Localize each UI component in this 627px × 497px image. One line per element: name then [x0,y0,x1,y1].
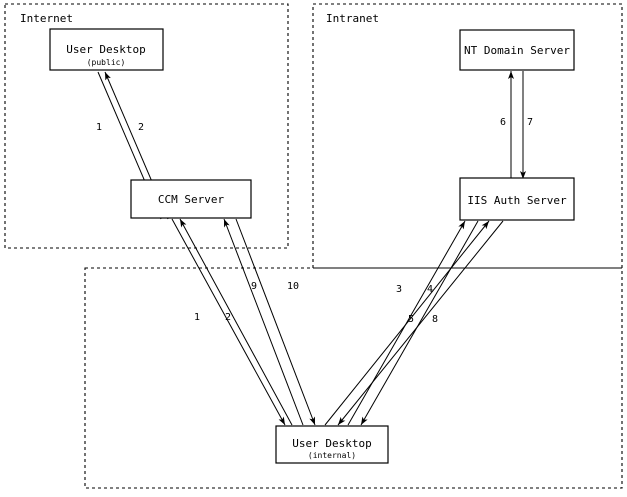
node-iis-auth-server-box[interactable] [459,177,575,221]
edge-2b-line [171,218,286,426]
node-ccm-server[interactable]: CCM Server [130,179,252,219]
edge-5-line [324,220,490,426]
edge-7-label: 7 [527,117,533,128]
edge-8-label: 8 [432,314,438,325]
edge-group-iis-nt: 6 7 [500,71,533,179]
edge-5-label: 5 [408,314,414,325]
node-ccm-server-box[interactable] [130,179,252,219]
node-nt-domain-server-title: NT Domain Server [464,44,570,57]
edge-4-label: 4 [427,284,433,295]
node-user-desktop-internal[interactable]: User Desktop (internal) [275,425,389,464]
node-user-desktop-internal-title: User Desktop [292,437,371,450]
edge-10-label: 10 [287,281,299,292]
edge-4-line [360,220,479,426]
edge-group-internal-ccm-left: 1 2 [171,218,293,426]
edge-9-label: 9 [251,281,257,292]
edge-9-line [223,218,304,426]
node-user-desktop-internal-box[interactable] [275,425,389,464]
node-nt-domain-server-box[interactable] [459,29,575,71]
edge-group-internal-iis-inner: 5 8 [324,220,504,426]
edge-1b-line [179,218,293,426]
node-nt-domain-server[interactable]: NT Domain Server [459,29,575,71]
node-user-desktop-public[interactable]: User Desktop (public) [49,28,164,71]
edge-8-line [337,220,504,426]
node-user-desktop-internal-subtitle: (internal) [308,451,356,460]
zone-internal-border [84,267,623,489]
edge-2-label: 2 [138,122,144,133]
edge-1-label: 1 [96,122,102,133]
zone-internet-border [4,3,289,249]
zone-internet: Internet [4,3,289,249]
node-user-desktop-public-box[interactable] [49,28,164,71]
node-user-desktop-public-subtitle: (public) [87,58,126,67]
zone-intranet: Intranet [312,3,623,269]
zone-intranet-border [312,3,623,269]
node-iis-auth-server-title: IIS Auth Server [467,194,567,207]
zone-intranet-label: Intranet [326,12,379,25]
edge-3-label: 3 [396,284,402,295]
edge-10-line [235,218,316,426]
zone-internal [84,267,623,489]
node-user-desktop-public-title: User Desktop [66,43,145,56]
edge-2b-label: 2 [225,312,231,323]
edge-group-internal-ccm-right: 9 10 [223,218,316,426]
edge-6-label: 6 [500,117,506,128]
edge-1b-label: 1 [194,312,200,323]
node-ccm-server-title: CCM Server [158,193,225,206]
node-iis-auth-server[interactable]: IIS Auth Server [459,177,575,221]
zone-internet-label: Internet [20,12,73,25]
